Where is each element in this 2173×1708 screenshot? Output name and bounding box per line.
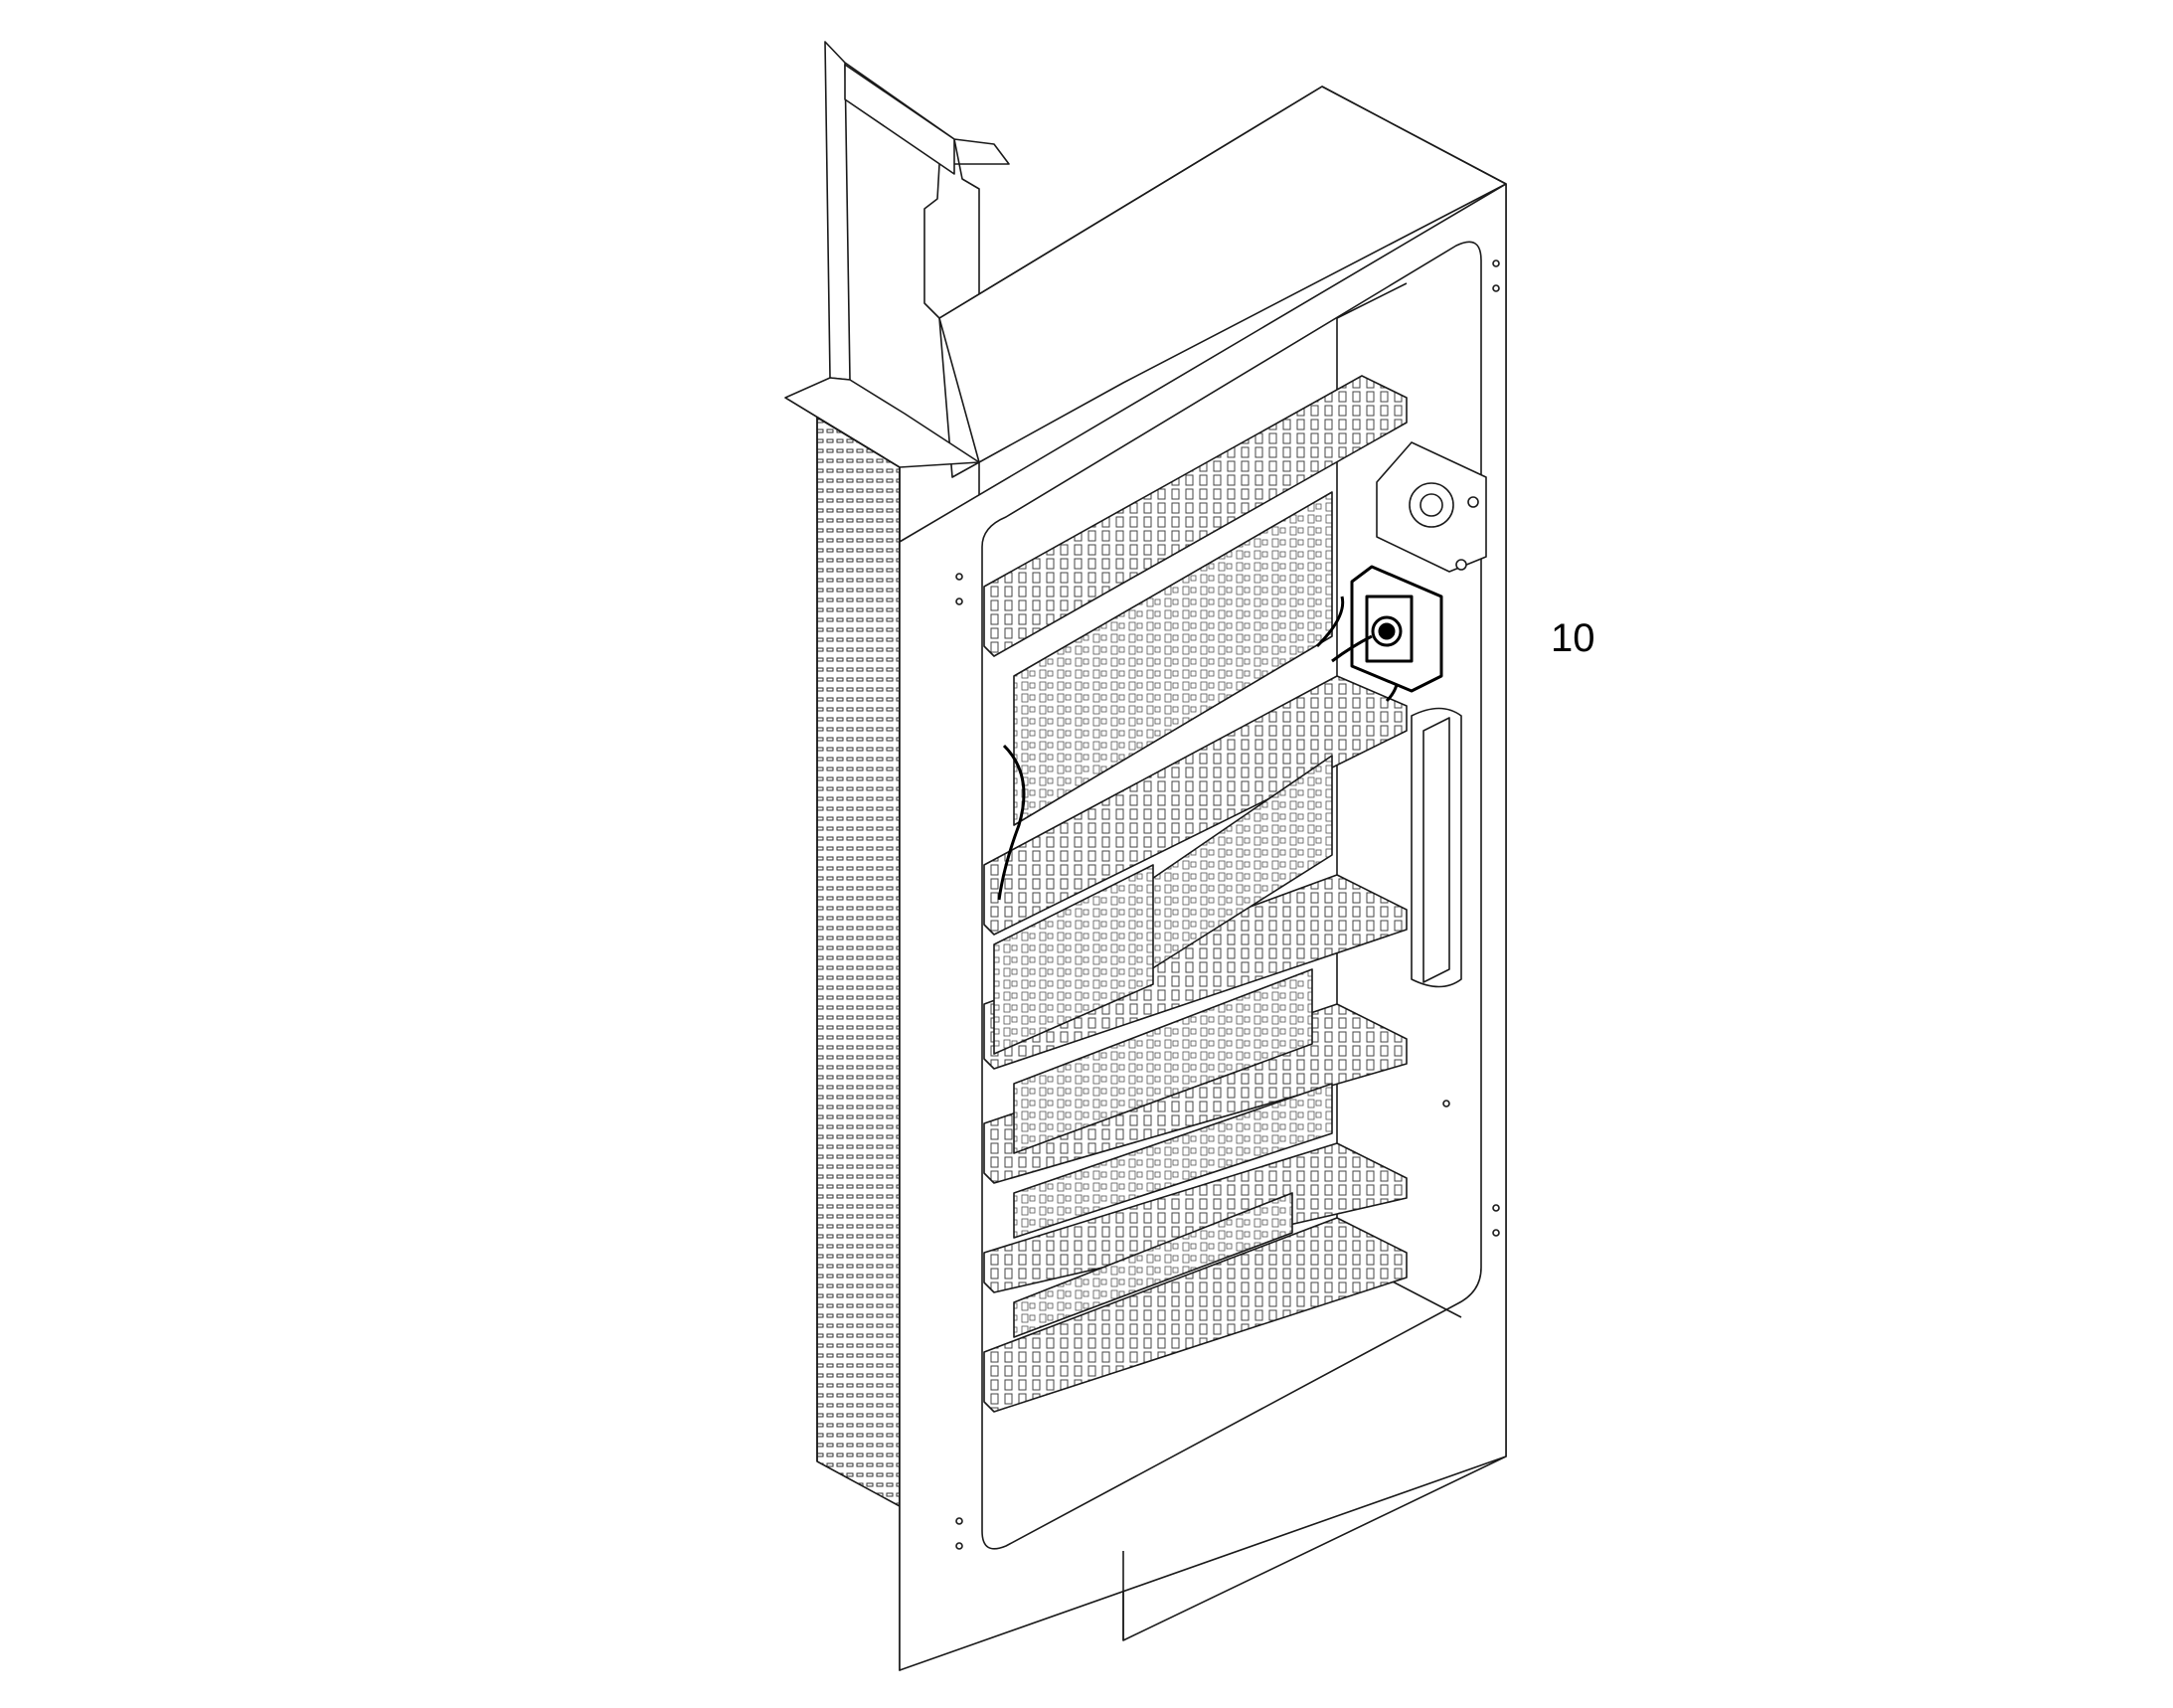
- side-vent-panel: [816, 417, 901, 1507]
- mounting-holes: [955, 259, 1500, 1550]
- cable-trays: [983, 375, 1408, 1413]
- switch-item-10: [1331, 565, 1443, 693]
- callout-label-10: 10: [1551, 616, 1595, 660]
- door-handle: [1411, 707, 1462, 988]
- control-boards: [993, 491, 1333, 1338]
- switch-module: [1376, 441, 1487, 573]
